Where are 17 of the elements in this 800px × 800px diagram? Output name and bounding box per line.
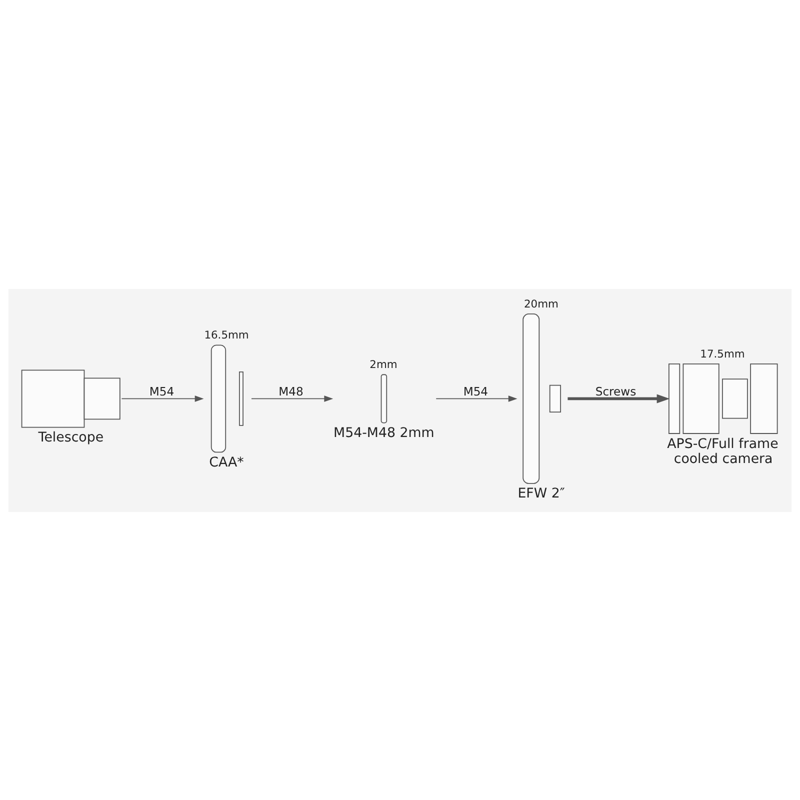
arrow — [436, 395, 518, 402]
node-label: 2mm — [370, 358, 398, 371]
node-label: M54-M48 2mm — [334, 426, 434, 441]
edge-label: M54 — [149, 384, 174, 398]
node-label: CAA* — [209, 455, 244, 470]
node-label: 16.5mm — [204, 328, 249, 342]
edge-label: M48 — [278, 384, 304, 398]
node-label: EFW 2″ — [518, 486, 565, 502]
node-label: 17.5mm — [700, 346, 745, 360]
node-label: APS-C/Full frame cooled camera — [667, 436, 778, 466]
arrow — [121, 395, 204, 402]
arrow — [568, 394, 670, 403]
node-label: 20mm — [524, 296, 558, 310]
edge-label: M54 — [463, 384, 488, 398]
node-label: Telescope — [38, 430, 104, 446]
edge-label: Screws — [595, 384, 636, 398]
arrow — [251, 395, 334, 402]
